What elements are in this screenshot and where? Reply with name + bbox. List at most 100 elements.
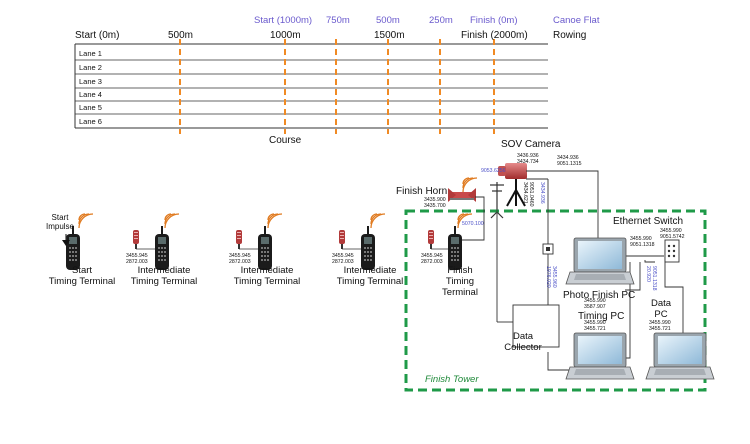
canoe-marker-finish: Finish (0m) [470,15,518,26]
canoe-marker-250m: 250m [429,15,453,26]
finish-terminal-label: Finish Timing Terminal [430,265,490,298]
code-line: 3455.721 [649,326,671,332]
intermediate-terminal-2-icon [236,213,283,270]
intermediate-terminal-1-line1: Intermediate [137,265,191,276]
code-line: 3455.990 [660,228,682,234]
finish-horn-icon [448,188,476,202]
sov-camera-label: SOV Camera [501,139,561,150]
canoe-marker-500m: 500m [376,15,400,26]
code-line: 3434.936 [557,155,579,161]
code-line: 3455.945 [126,253,148,259]
intermediate-terminal-2-label: Intermediate Timing Terminal [227,265,307,287]
rowing-marker-1500m: 1500m [374,30,405,41]
lane-label: Lane 5 [79,103,102,112]
intermediate-terminal-3-label: Intermediate Timing Terminal [330,265,410,287]
code-line: 3455.990 [630,236,652,242]
start-impulse-line1: Start [51,213,69,222]
canoe-label: Canoe Flat [553,15,600,26]
start-terminal-line2: Timing Terminal [48,276,116,287]
ethernet-switch-label: Ethernet Switch [613,216,684,227]
finish-terminal-line3: Terminal [442,287,478,298]
code-line: 9051.1318 [630,242,655,248]
rowing-label: Rowing [553,30,587,41]
code-line: 3455.990 [649,320,671,326]
photo-finish-pc-label: Photo Finish PC [563,290,636,301]
intermediate-terminal-3-line1: Intermediate [343,265,397,276]
data-laptop-icon [645,332,715,380]
code-line: 9051.5742 [660,234,685,240]
data-pc-label-line1: Data [650,298,672,309]
code-line: 3455.990 [584,320,606,326]
code-line: 3455.960 [551,266,557,288]
intermediate-terminal-2-line1: Intermediate [240,265,294,276]
start-terminal-icon [62,213,94,270]
course-grid [74,43,548,129]
code-line: 9051.1315 [557,161,582,167]
rowing-marker-start: Start (0m) [75,30,120,41]
intermediate-terminal-1-line2: Timing Terminal [130,276,198,287]
distance-markers [179,39,495,134]
data-collector-label-line1: Data [512,331,534,342]
code-line: 3455.945 [332,253,354,259]
lane-label: Lane 3 [79,77,102,86]
camera-vertical-code-2: 3434.936 [539,182,545,204]
intermediate-terminal-1-label: Intermediate Timing Terminal [124,265,204,287]
finish-tower-label: Finish Tower [425,374,479,385]
code-line: 2872.003 [126,259,148,265]
code-line: 3435.900 [424,197,446,203]
code-line: 3455.721 [584,326,606,332]
code-line: 3455.945 [229,253,251,259]
canoe-marker-start: Start (1000m) [254,15,313,26]
lane-label: Lane 4 [79,90,102,99]
code-line: 3436.936 [517,153,539,159]
canoe-marker-750m: 750m [326,15,350,26]
start-impulse-line2: Impulse [45,222,74,231]
data-pc-label-line2: PC [654,309,668,320]
timing-laptop-icon [565,332,635,380]
finish-terminal-line2: Timing [445,276,475,287]
data-pc-label: Data PC [646,298,676,320]
start-impulse-label: Start Impulse [40,213,80,231]
sov-camera [498,163,527,207]
code-line: 9051.1318 [651,266,657,291]
lane-label: Lane 6 [79,117,102,126]
data-collector-label-line2: Collector [504,342,542,353]
code-line: 3435.700 [424,203,446,209]
code-line: 2872.003 [332,259,354,265]
start-terminal-line1: Start [71,265,93,276]
data-collector-box [512,304,560,348]
code-line: 1976.020 [545,266,551,288]
timing-pc-label: Timing PC [578,311,625,322]
code-line: 2872.003 [229,259,251,265]
intermediate-terminal-2-line2: Timing Terminal [233,276,301,287]
rowing-marker-1000m: 1000m [270,30,301,41]
rowing-marker-finish: Finish (2000m) [461,30,528,41]
start-terminal-label: Start Timing Terminal [42,265,122,287]
finish-terminal-line1: Finish [447,265,473,276]
intermediate-terminal-3-icon [339,213,386,270]
intermediate-terminal-3-line2: Timing Terminal [336,276,404,287]
junction-port-icon [546,247,550,251]
data-collector-label: Data Collector [500,331,546,353]
code-line: 3455.990 [584,298,606,304]
course-caption: Course [269,135,302,146]
code-line: 3434.734 [517,159,539,165]
rowing-marker-500m: 500m [168,30,194,41]
photo-finish-laptop-icon [565,237,635,285]
finish-wire-code: 5070.100 [462,221,484,227]
ethernet-switch-icon [664,239,680,263]
